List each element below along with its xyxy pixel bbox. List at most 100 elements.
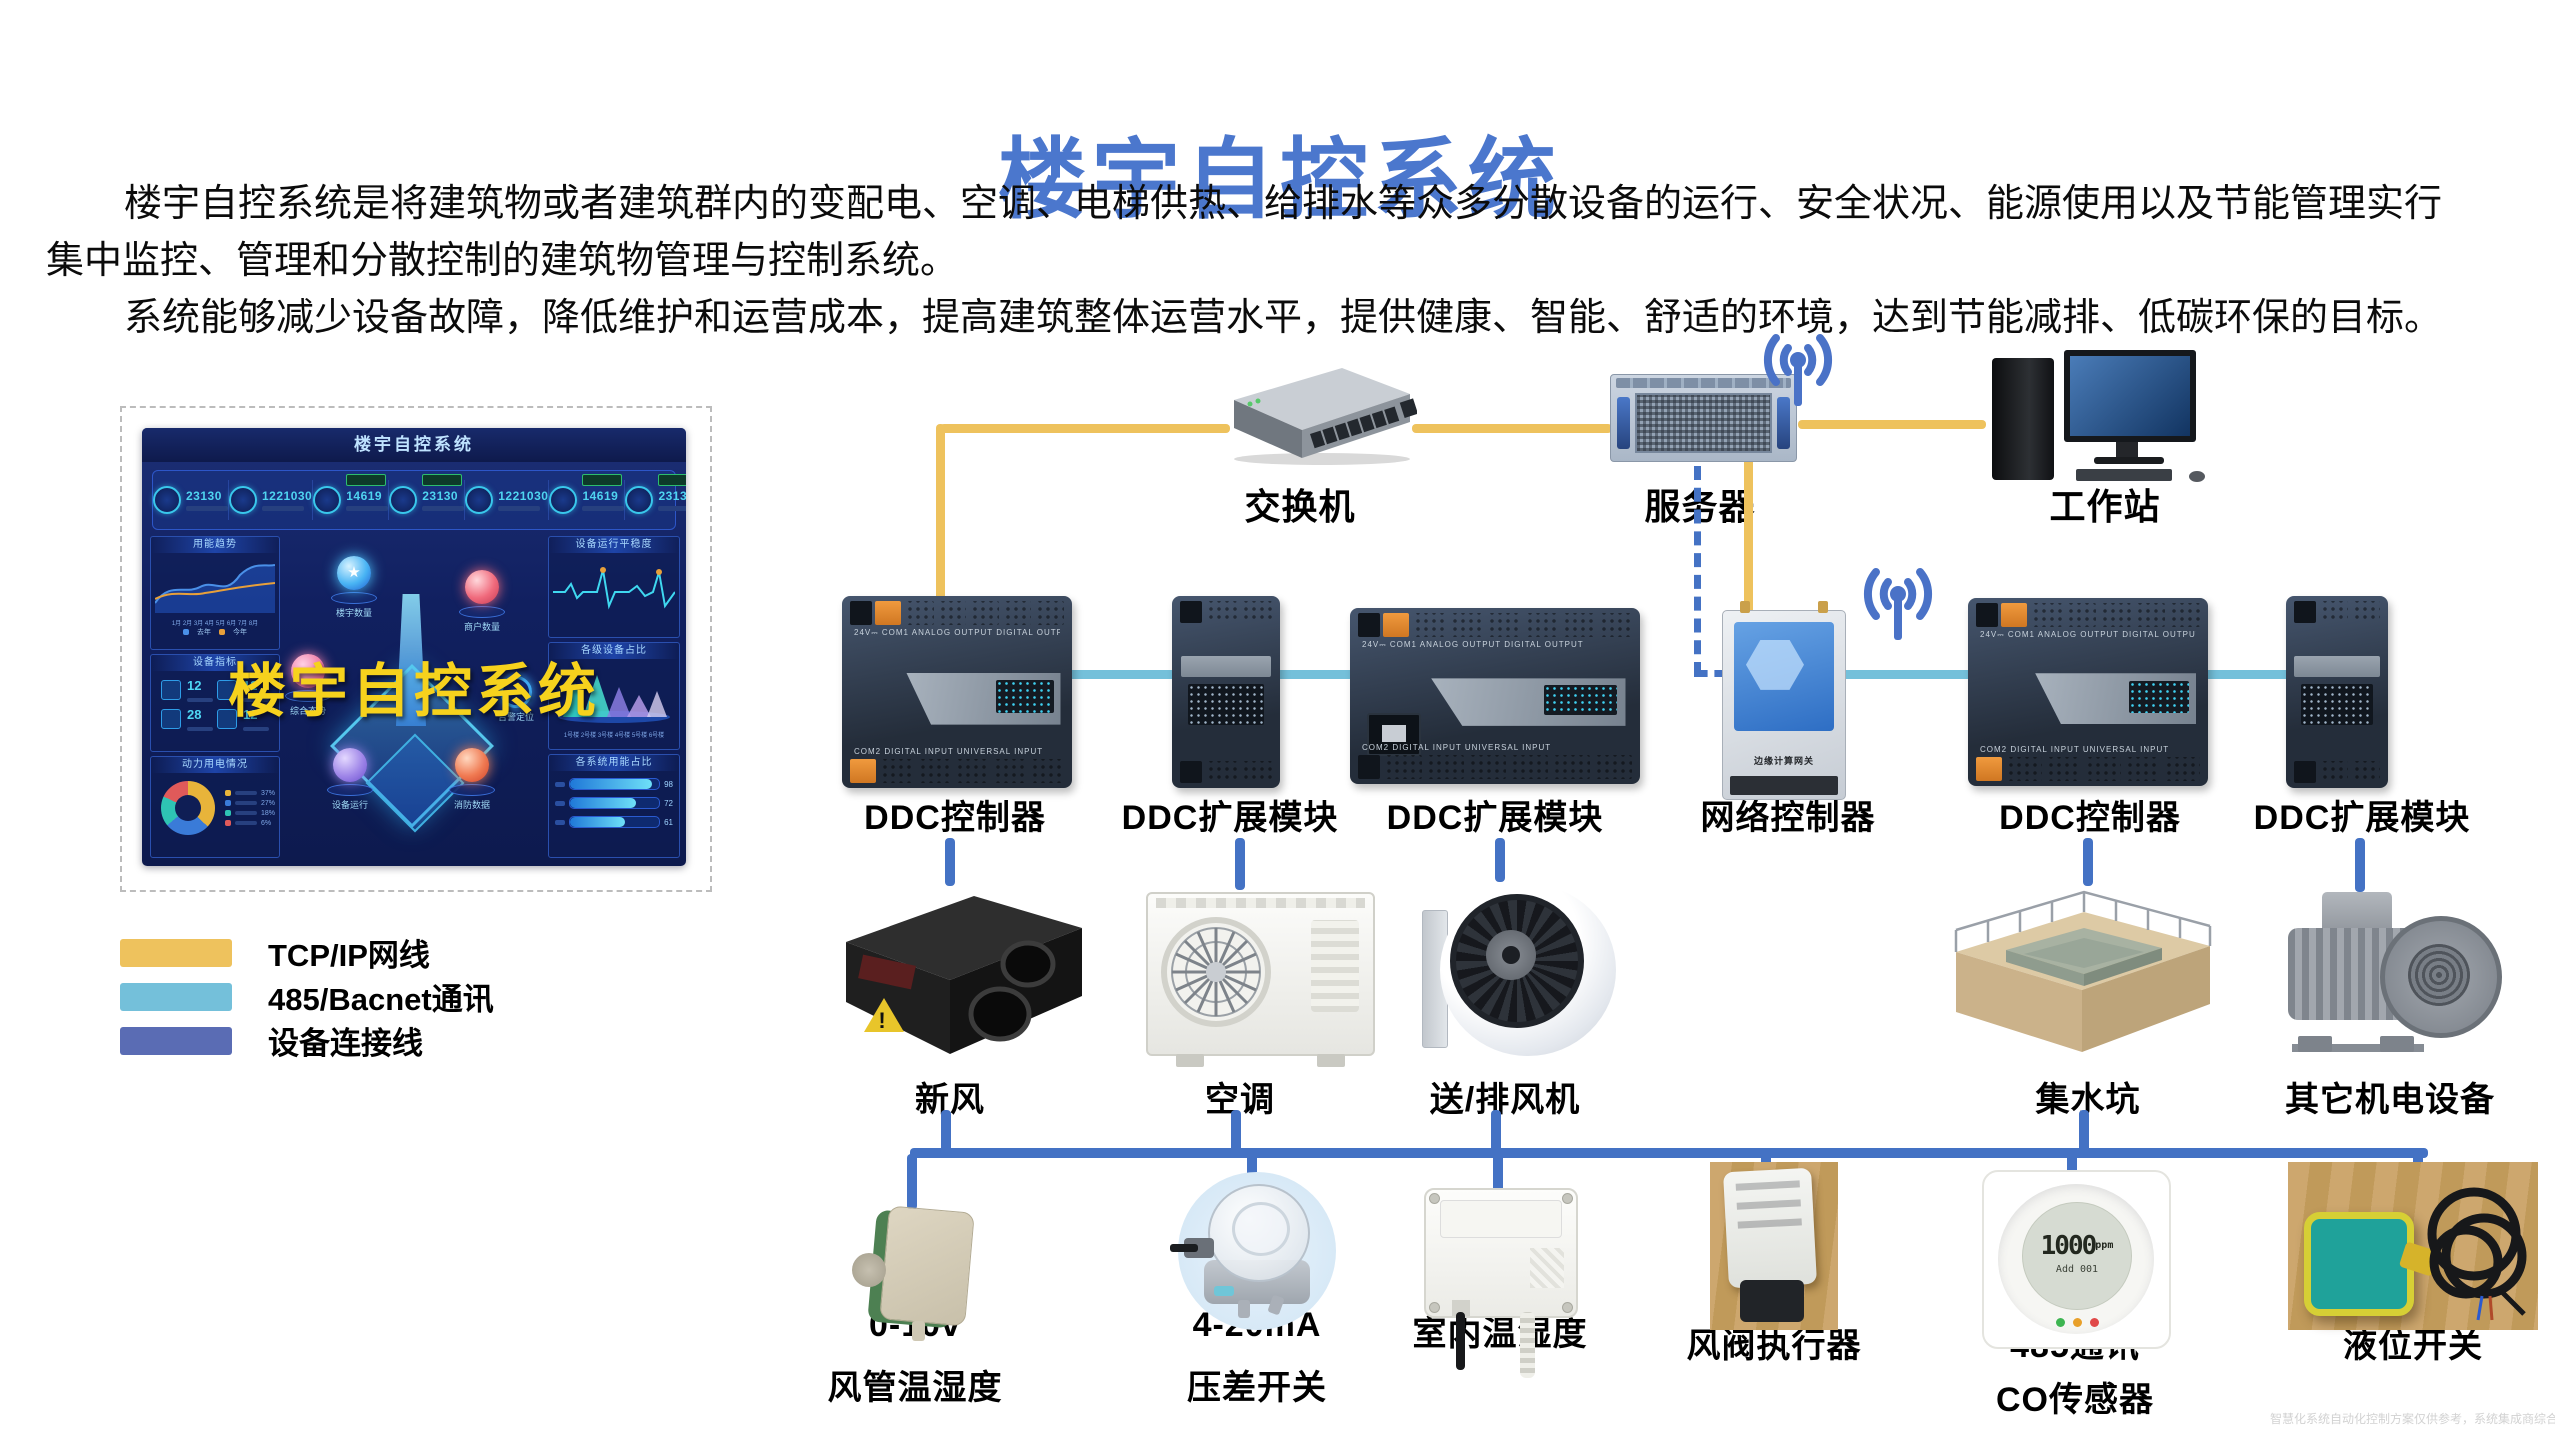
node-overview: 综合态势 [276,654,340,717]
stat-item: 1221030 [229,479,314,521]
tcpip-line-elbow-horizontal [940,424,1230,433]
network-controller-label: 网络控制器 [1700,799,1876,837]
damper-actuator-image [1710,1162,1838,1330]
ddc-controller-image: 24V⎓ COM1 ANALOG OUTPUT DIGITAL OUTPUT C… [842,596,1072,788]
legend-dot-thisyear [219,629,225,635]
legend-item-tcpip: TCP/IP网线 [120,930,430,975]
stat-item: 23130 [625,473,686,521]
bacnet-line-nc-ddc5 [1838,670,1974,679]
co-sensor-image: 1000ppm Add 001 [1982,1170,2171,1349]
fresh-air-unit-image: ! [846,896,1082,1054]
pyramid-chart [558,675,670,723]
sump-pit-image [1954,890,2212,1052]
wifi-antenna-icon [1863,568,1933,640]
device-line-ddc5-sump [2083,838,2093,886]
red-led [2090,1318,2099,1327]
device-icon [217,679,237,700]
sensor6-label: 液位开关 [2343,1327,2483,1365]
device-icon [161,708,181,729]
device-line-mod6-motor [2355,838,2365,892]
pressure-switch-image [1170,1172,1336,1330]
tcpip-line-switch-server [1412,424,1612,433]
trend-badge [422,473,463,486]
ddc-expansion-module-image [2286,596,2388,788]
indoor-sensor-image [1424,1188,1578,1378]
ddc-expansion-module-image [1172,596,1280,788]
ecg-line-chart [553,567,676,610]
dashboard-screenshot: 楼宇自控系统 23130 1221030 14619 23130 1221030… [142,428,686,866]
tcpip-line-to-network-controller [1744,430,1753,616]
metric-cell: 12 [161,677,213,702]
bar-row: 72 [555,797,673,809]
bacnet-line-ddc5-mod6 [2200,670,2294,679]
intro-paragraph: 楼宇自控系统是将建筑物或者建筑群内的变配电、空调、电梯供热、给排水等众多分散设备… [46,176,2524,347]
node-tenant-count: 商户数量 [450,570,514,633]
intro-line-1: 楼宇自控系统是将建筑物或者建筑群内的变配电、空调、电梯供热、给排水等众多分散设备… [124,183,2443,225]
trend-badge [346,473,387,486]
node-alarm-locate: 告警定位 [484,676,548,723]
dashboard-header: 楼宇自控系统 [142,428,686,462]
panel-power-usage: 动力用电情况 37% 27% 18% 6% [150,756,280,858]
legend-item-deviceline: 设备连接线 [120,1018,423,1063]
stat-item: 14619 [549,473,626,521]
device-line-server-dashed-horizontal [1694,670,1728,677]
device-line-sensor-bus [910,1148,2428,1158]
legend-dot [225,810,231,816]
exhaust-fan-label: 送/排风机 [1429,1081,1581,1119]
trend-badge [658,473,686,486]
document-icon [313,486,342,514]
dashboard-stats-bar: 23130 1221030 14619 23130 1221030 14619 … [152,470,686,530]
device-icon [161,679,181,700]
device-line-server-dashed-vertical [1694,466,1701,676]
bar-row: 61 [555,816,673,828]
ddc-expansion-module-image: 24V⎓ COM1 ANALOG OUTPUT DIGITAL OUTPUT C… [1350,608,1640,784]
device-line-down-sensor3 [1493,1154,1503,1210]
panel-energy-trend: 用能趋势 1月 2月 3月 4月 5月 6月 7月 8月 去年 今年 [150,536,280,650]
svg-text:!: ! [878,1008,885,1033]
mail-icon [625,486,654,514]
dashboard-dashed-frame [120,406,712,892]
gauge-icon [229,486,257,514]
co-unit: ppm [2095,1240,2114,1251]
donut-legend: 37% 27% 18% 6% [225,787,275,830]
gateway-text: 边缘计算网关 [1753,756,1814,767]
tcpip-line-elbow-vertical [936,424,945,604]
co-value: 1000 [2040,1231,2098,1261]
intro-line-3: 系统能够减少设备故障，降低维护和运营成本，提高建筑整体运营水平，提供健康、智能、… [124,297,2443,339]
legend-dot [225,820,231,826]
donut-chart [161,781,215,835]
server-image [1610,374,1797,462]
legend-item-bacnet: 485/Bacnet通讯 [120,974,494,1019]
stat-item: 23130 [153,479,229,521]
tcpip-line-server-workstation [1798,420,1986,429]
heart-icon [389,486,418,514]
intro-line-2: 集中监控、管理和分散控制的建筑物管理与控制系统。 [46,240,959,282]
dashboard-overlay-title: 楼宇自控系统 [227,659,600,724]
panel-stability: 设备运行平稳度 [548,536,680,638]
co-address: Add 001 [2055,1264,2099,1275]
device-line-up-ac [1231,1110,1241,1152]
bar-row: 98 [555,778,673,790]
ddc-controller-label: DDC控制器 [1999,799,2181,837]
switch-label: 交换机 [1244,486,1356,527]
dashboard-header-title: 楼宇自控系统 [354,435,474,454]
air-conditioner-image [1146,892,1375,1067]
node-device-run: 设备运行 [318,748,382,811]
metric-cell: 28 [161,706,213,731]
ddc-expansion-label: DDC扩展模块 [1121,799,1339,837]
wifi-antenna-icon [1763,334,1833,406]
panel-energy-ratio: 各系统用能占比 98 72 61 [548,754,680,858]
orange-led [2073,1318,2082,1327]
alert-icon [549,486,578,514]
legend-dot [225,800,231,806]
node-fire-data: 消防数据 [440,748,504,811]
legend-swatch-blue [120,1026,232,1055]
watermark-text: 智慧化系统自动化控制方案仅供参考，系统集成商综合图纸定制 [2270,1412,2555,1426]
device-icon [217,708,237,729]
clock-icon [153,486,181,514]
network-switch-image [1234,368,1417,465]
device-line-mod2-ac [1235,838,1245,890]
panel-device-ratio: 各级设备占比 1号楼 2号楼 3号楼 4号楼 5号楼 6号楼 [548,642,680,750]
ddc-expansion-label: DDC扩展模块 [2253,799,2471,837]
